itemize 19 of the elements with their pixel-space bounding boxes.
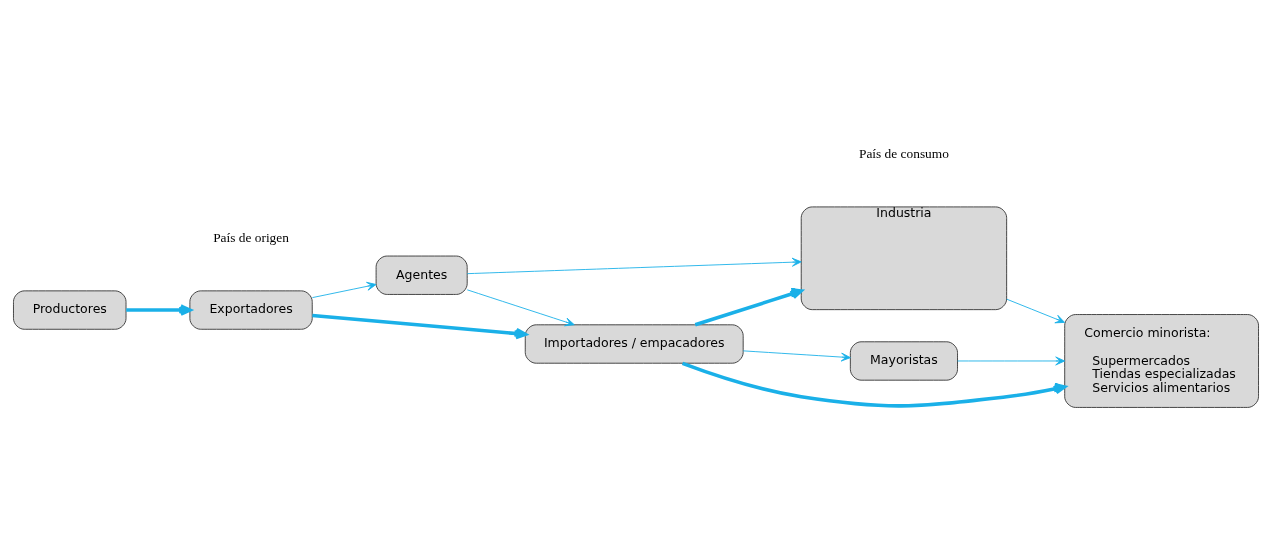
node-box: Comercio minorista: Supermercados Tiendas especializadas Servicios alimentarios (1064, 313, 1259, 408)
node-box: Mayoristas (849, 340, 958, 381)
arrow (126, 303, 192, 316)
node-box: Importadores / empacadores (524, 323, 744, 364)
arrow (311, 281, 377, 298)
node-box: Productores (13, 289, 127, 330)
label: País de consumo (858, 145, 949, 161)
arrow (694, 287, 804, 326)
node-box: Industria (800, 205, 1008, 310)
arrow (681, 361, 1067, 408)
arrow (1006, 298, 1066, 323)
arrow (312, 313, 528, 339)
node-box: Exportadores (189, 289, 313, 330)
arrow (957, 356, 1066, 365)
arrow (742, 349, 851, 362)
node-box: Agentes (375, 255, 468, 295)
arrow (466, 288, 575, 326)
arrow (466, 257, 802, 274)
label: País de origen (213, 229, 289, 245)
